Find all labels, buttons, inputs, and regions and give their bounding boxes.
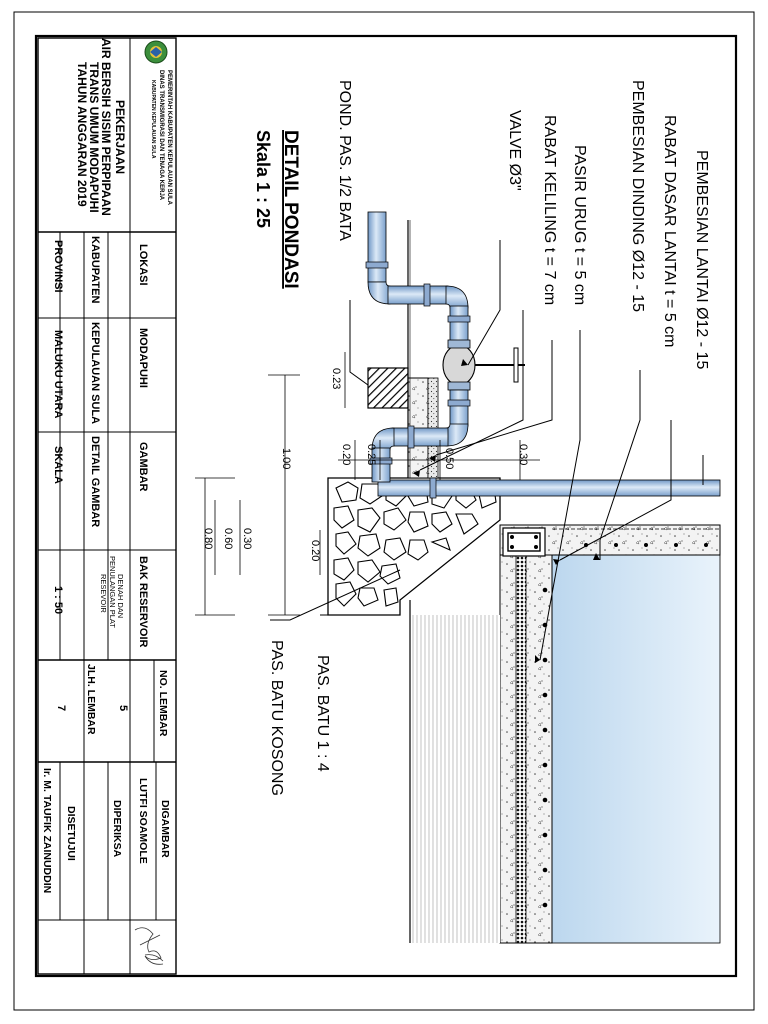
gambar-value: BAK RESERVOIR [137, 556, 149, 648]
drawing-scale: Skala 1 : 25 [253, 130, 273, 228]
kabupaten-value: KEPULAUAN SULA [89, 322, 101, 424]
dim-080: 0.80 [202, 528, 214, 549]
dim-020b: 0.20 [309, 540, 321, 561]
regency-emblem [144, 40, 168, 64]
project-line-3: TAHUN ANGGARAN 2019 [75, 62, 89, 207]
title-block [37, 37, 177, 975]
label-pas-batu-kosong: PAS. BATU KOSONG [268, 640, 285, 796]
lokasi-value: MODAPUHI [137, 328, 149, 388]
disetujui-value: Ir. M. TAUFIK ZAINUDDIN [41, 768, 53, 893]
annotations: PEMBESIAN LANTAI Ø12 - 15 RABAT DASAR LA… [253, 80, 710, 796]
label-pembesian-lantai: PEMBESIAN LANTAI Ø12 - 15 [693, 150, 710, 369]
valve [442, 344, 476, 386]
label-rabat-keliling: RABAT KELILING t = 7 cm [541, 115, 558, 305]
drawing-title: DETAIL PONDASI [280, 130, 301, 289]
diperiksa-label: DIPERIKSA [111, 800, 123, 858]
project-heading: PEKERJAAN [113, 100, 127, 174]
agency-line-1: PEMERINTAH KABUPATEN KEPULAUAN SULA [166, 70, 172, 206]
dimension-lines [195, 352, 540, 616]
detail-label: DETAIL GAMBAR [89, 436, 101, 527]
outer-border [13, 11, 755, 1011]
title-block-texts: PEMERINTAH KABUPATEN KEPULAUAN SULA DINA… [41, 38, 172, 893]
foundation-detail-drawing [195, 211, 721, 944]
rabat-dasar-strip [515, 554, 527, 944]
dim-030b: 0.30 [241, 528, 253, 549]
ground-soil [410, 615, 500, 943]
dim-060: 0.60 [222, 528, 234, 549]
agency-line-3: KABUPATEN KEPULAUAN SULA [150, 80, 156, 159]
wall-rebar [542, 543, 708, 908]
label-valve: VALVE Ø3" [506, 110, 523, 191]
no-lembar-label: NO. LEMBAR [157, 670, 169, 737]
skala-value: 1 : 50 [52, 586, 64, 614]
ring-beam [502, 527, 546, 557]
detail-value-2: PENULANGAN PLAT [108, 556, 117, 628]
jlh-lembar-value: 7 [55, 705, 67, 711]
skala-label: SKALA [52, 446, 64, 484]
detail-value-1: DENAH DAN [116, 574, 125, 618]
inner-border [34, 34, 738, 978]
label-pasir-urug: PASIR URUG t = 5 cm [571, 145, 588, 305]
signature [134, 927, 164, 965]
outlet-pipe [377, 479, 721, 497]
dim-023: 0.23 [330, 368, 342, 389]
leader-lines [270, 240, 704, 661]
detail-value-3: RESEVOIR [99, 574, 108, 613]
provinsi-value: MALUKU UTARA [52, 330, 64, 418]
pipe-system [365, 211, 721, 499]
project-line-1: AIR BERSIH SISIM PERPIPAAN [99, 38, 113, 216]
label-pond-pas: POND. PAS. 1/2 BATA [336, 80, 353, 241]
provinsi-label: PROVINSI [52, 240, 64, 293]
lokasi-label: LOKASI [137, 244, 149, 286]
dim-100: 1.00 [280, 448, 292, 469]
stones [333, 481, 497, 607]
dim-025: 0.25 [365, 444, 377, 465]
dimension-texts: 0.23 0.20 0.25 0.50 0.30 1.00 0.20 0.30 … [202, 368, 529, 561]
dim-050: 0.50 [443, 448, 455, 469]
disetujui-label: DISETUJUI [65, 806, 77, 861]
dim-020a: 0.20 [340, 444, 352, 465]
label-pas-batu: PAS. BATU 1 : 4 [314, 655, 331, 772]
brick-foundation [367, 367, 409, 409]
jlh-lembar-label: JLH. LEMBAR [85, 664, 97, 735]
kabupaten-label: KABUPATEN [89, 236, 101, 303]
digambar-label: DIGAMBAR [159, 800, 171, 858]
project-line-2: TRANS UMUM MODAPUHI [87, 62, 101, 213]
agency-line-2: DINAS TRANSMIGRASI DAN TENAGA KERJA [158, 70, 164, 201]
dim-030a: 0.30 [517, 444, 529, 465]
gambar-label: GAMBAR [137, 442, 149, 492]
digambar-value: LUTFI SOAMOLE [137, 778, 149, 864]
label-pembesian-dinding: PEMBESIAN DINDING Ø12 - 15 [629, 80, 646, 312]
no-lembar-value: 5 [117, 705, 129, 711]
tank-water [551, 554, 721, 944]
label-rabat-dasar: RABAT DASAR LANTAI t = 5 cm [661, 115, 678, 348]
